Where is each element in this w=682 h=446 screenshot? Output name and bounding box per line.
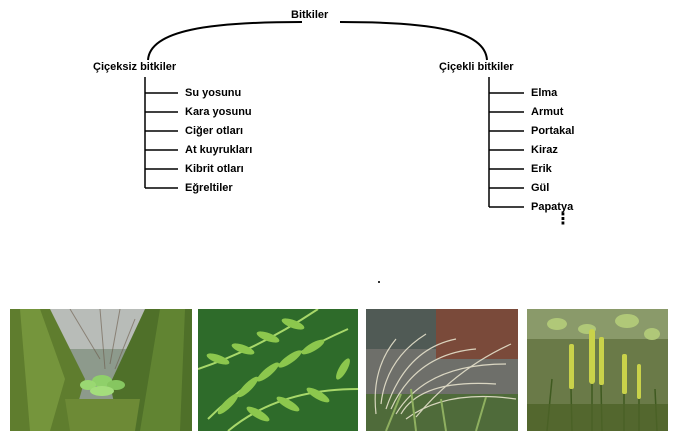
- flowering-item: Papatya: [531, 201, 574, 213]
- flowerless-item: Kara yosunu: [185, 106, 252, 118]
- flowerless-item: Eğreltiler: [185, 182, 233, 194]
- root-to-left-connector: [147, 21, 303, 61]
- stray-dot: [378, 281, 380, 283]
- flowering-item: Elma: [531, 87, 558, 99]
- right-ticks: [489, 92, 524, 208]
- flowering-item: Erik: [531, 163, 552, 175]
- fern-photo: [198, 309, 358, 431]
- continuation-marker: ⋮: [555, 211, 571, 228]
- flowerless-branch-label: Çiçeksiz bitkiler: [93, 61, 177, 73]
- root-to-right-connector: [339, 21, 488, 61]
- flowerless-item: Su yosunu: [185, 87, 242, 99]
- flowerless-item: At kuyrukları: [185, 144, 253, 156]
- clubmoss-photo: [527, 309, 668, 431]
- root-label: Bitkiler: [291, 9, 329, 21]
- flowerless-item: Ciğer otları: [185, 125, 244, 137]
- flowering-item: Portakal: [531, 125, 575, 137]
- left-ticks: [145, 92, 178, 189]
- flowering-item: Gül: [531, 182, 550, 194]
- grass-photo: [366, 309, 518, 431]
- flowering-item: Kiraz: [531, 144, 558, 156]
- plant-classification-diagram: Bitkiler Çiçeksiz bitkiler Su yosunu Kar…: [93, 9, 575, 228]
- flowerless-item: Kibrit otları: [185, 163, 244, 175]
- flowering-item: Armut: [531, 106, 564, 118]
- moss-photo: [10, 309, 192, 431]
- flowering-branch-label: Çiçekli bitkiler: [439, 61, 514, 73]
- diagram-connectors: [144, 21, 524, 208]
